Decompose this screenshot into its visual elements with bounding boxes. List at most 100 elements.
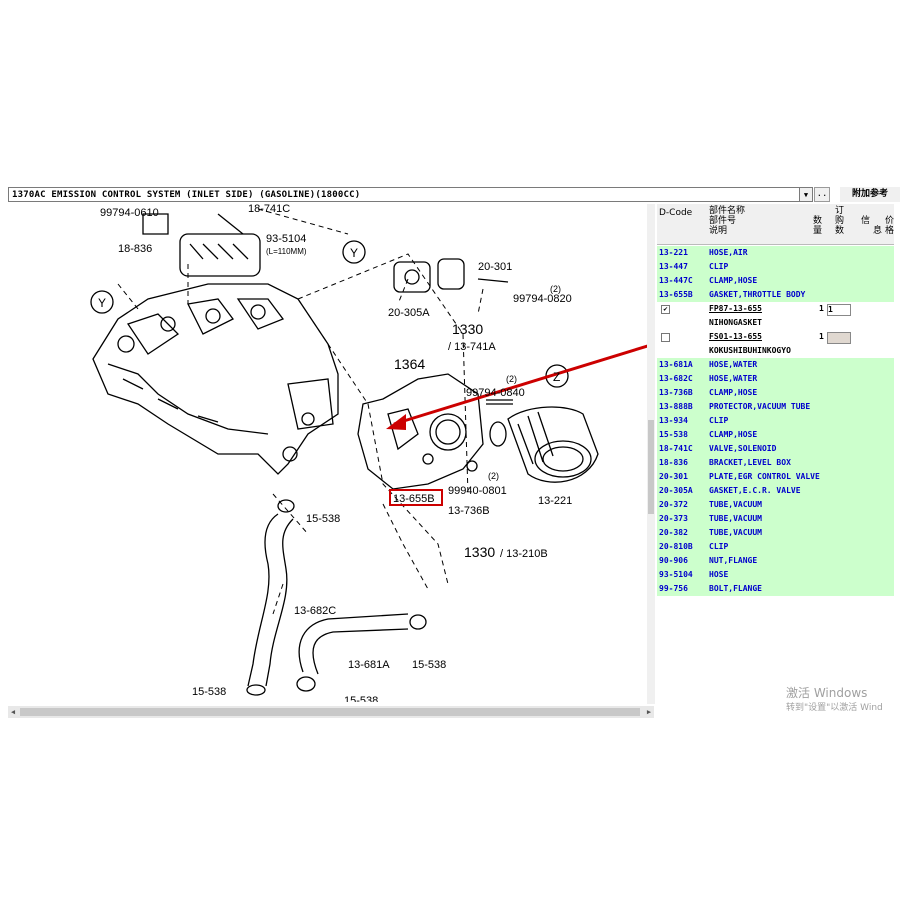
scrollbar-thumb[interactable] [20, 708, 640, 716]
callout-arrow-head [386, 414, 406, 430]
label-l17: 99794-0840 [466, 387, 525, 399]
label-l18: 13-655B [393, 493, 435, 505]
part-maker-row: KOKUSHIBUHINKOGYO [657, 344, 894, 358]
col-order-line2: 购 [835, 216, 845, 226]
manufacturer: NIHONGASKET [709, 318, 762, 327]
part-option-row[interactable]: FS01-13-655 1 [657, 330, 894, 344]
part-qty: 1 [819, 304, 824, 313]
extra-reference-button[interactable]: 附加参考 [840, 187, 900, 202]
water-hose-682c [247, 513, 294, 687]
col-qty-line2: 量 [813, 226, 823, 236]
browse-button[interactable]: .. [814, 187, 830, 202]
select-checkbox[interactable]: ✔ [661, 305, 670, 314]
intake-manifold-outline [92, 283, 339, 475]
windows-activation-watermark: 激活 Windows [786, 686, 868, 700]
exploded-view-drawing: 99794-0610 18-741C 18-836 93-5104 (L=110… [90, 203, 655, 707]
throttle-body-outline [357, 373, 484, 490]
col-info-line1[interactable]: 信 [861, 216, 871, 226]
label-l12: 1330 [452, 321, 483, 337]
col-dcode[interactable]: D-Code [659, 208, 693, 218]
col-order-line3: 数 [835, 226, 845, 236]
water-hose-681a [298, 613, 409, 675]
air-hose-outline [507, 406, 599, 483]
col-price-line1[interactable]: 价 [885, 216, 894, 226]
select-checkbox[interactable] [661, 333, 670, 342]
label-l27: 13-681A [348, 659, 390, 671]
part-maker-row: NIHONGASKET [657, 316, 894, 330]
windows-activation-hint: 转到"设置"以激活 Wind [786, 703, 883, 713]
order-qty-input[interactable] [827, 332, 851, 344]
col-price-line2: 格 [885, 226, 894, 236]
label-l2: 18-741C [248, 204, 290, 215]
highlight-box [389, 489, 443, 506]
order-qty-input[interactable]: 1 [827, 304, 851, 316]
part-qty: 1 [819, 332, 824, 341]
label-l26: 13-682C [294, 605, 336, 617]
parts-catalog-app: 1370AC EMISSION CONTROL SYSTEM (INLET SI… [8, 186, 900, 720]
label-l16: (2) [506, 374, 517, 384]
parts-list: D-Code 部件名称 部件号 说明 数 量 订 购 数 信 息 价 格 13-… [657, 204, 894, 704]
label-l8: 20-301 [478, 261, 512, 273]
label-l6: Y [350, 246, 358, 260]
part-number: FS01-13-655 [709, 332, 762, 341]
label-l25: / 13-210B [500, 548, 548, 560]
dropdown-arrow-icon[interactable]: ▼ [799, 187, 813, 202]
scrollbar-thumb[interactable] [648, 420, 654, 514]
label-l23: 15-538 [306, 513, 340, 525]
scroll-right-icon[interactable]: ▶ [646, 708, 652, 716]
part-option-row[interactable]: ✔ FP87-13-655 1 1 [657, 302, 894, 316]
col-name-line1[interactable]: 部件名称 [709, 206, 746, 216]
label-l5: (L=110MM) [266, 247, 307, 256]
label-l20: 99940-0801 [448, 485, 507, 497]
label-l28: 15-538 [412, 659, 446, 671]
label-l22: 13-221 [538, 495, 572, 507]
diagram-horizontal-scrollbar[interactable]: ◀ ▶ [8, 706, 654, 718]
label-l11: 20-305A [388, 307, 430, 319]
col-name-line3: 说明 [709, 226, 728, 236]
label-l7: Y [98, 296, 106, 310]
label-l3: 18-836 [118, 243, 152, 255]
label-l9: (2) [550, 284, 561, 294]
scroll-left-icon[interactable]: ◀ [10, 708, 16, 716]
parts-list-header: D-Code 部件名称 部件号 说明 数 量 订 购 数 信 息 价 格 [657, 204, 894, 245]
part-number: FP87-13-655 [709, 304, 762, 313]
diagram-vertical-scrollbar[interactable] [647, 204, 655, 704]
label-l13: / 13-741A [448, 341, 496, 353]
col-qty-line1[interactable]: 数 [813, 216, 823, 226]
col-order-line1[interactable]: 订 [835, 206, 845, 216]
level-box-gasket [179, 233, 261, 277]
parts-diagram[interactable]: 99794-0610 18-741C 18-836 93-5104 (L=110… [8, 203, 655, 707]
label-l14: 1364 [394, 356, 425, 372]
label-l21: 13-736B [448, 505, 490, 517]
col-name-line2: 部件号 [709, 216, 737, 226]
label-l15: Z [553, 370, 560, 384]
label-l29: 15-538 [192, 686, 226, 698]
col-info-line2: 息 [873, 226, 883, 236]
label-l24: 1330 [464, 544, 495, 560]
manufacturer: KOKUSHIBUHINKOGYO [709, 346, 791, 355]
label-l4: 93-5104 [266, 233, 306, 245]
section-select[interactable]: 1370AC EMISSION CONTROL SYSTEM (INLET SI… [8, 187, 800, 202]
callout-arrow [393, 342, 655, 426]
